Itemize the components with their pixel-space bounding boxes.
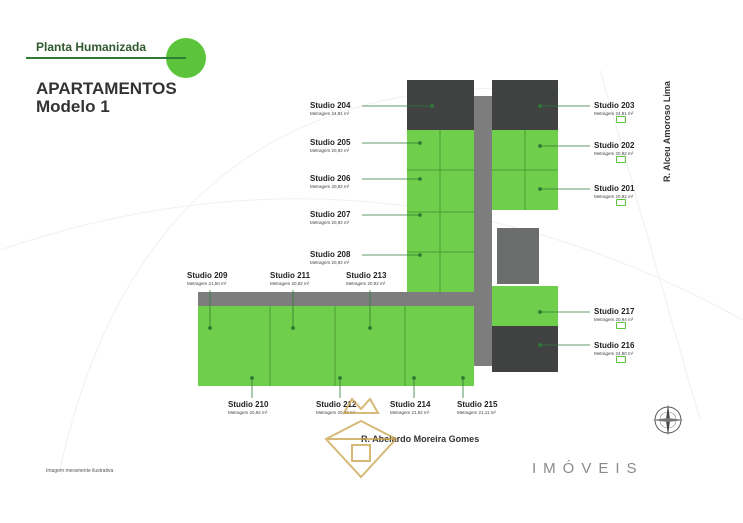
compass-icon <box>652 404 684 436</box>
footnote: Imagem meramente ilustrativa <box>46 468 114 474</box>
studio-203-label: Studio 203 Metragem 24,81 m² <box>594 101 634 123</box>
studio-202-label: Studio 202 Metragem 20,92 m² <box>594 141 634 163</box>
studio-204-label: Studio 204 Metragem 24,81 m² <box>310 101 351 116</box>
brand-name: IMÓVEIS <box>532 460 644 477</box>
logo-watermark-icon <box>324 397 398 479</box>
corridor-vertical <box>474 96 492 366</box>
studio-214-label: Studio 214 Metragem 21,92 m² <box>390 400 431 415</box>
bed-icon <box>616 356 626 363</box>
studio-217-label: Studio 217 Metragem 20,94 m² <box>594 307 634 329</box>
studio-216-plan <box>492 326 558 372</box>
studio-203-plan <box>492 80 558 130</box>
studio-wing-bottom <box>198 306 474 386</box>
stairs-elevator-core <box>497 228 539 284</box>
plan-tag: Planta Humanizada <box>36 40 147 54</box>
studio-206-label: Studio 206 Metragem 20,92 m² <box>310 174 351 189</box>
studio-208-label: Studio 208 Metragem 20,92 m² <box>310 250 351 265</box>
bed-icon <box>616 199 626 206</box>
bed-icon <box>616 156 626 163</box>
title-line-1: APARTAMENTOS <box>36 79 177 98</box>
studio-211-label: Studio 211 Metragem 20,92 m² <box>270 271 311 286</box>
studio-209-label: Studio 209 Metragem 21,50 m² <box>187 271 228 286</box>
bed-icon <box>616 322 626 329</box>
studio-217-plan <box>492 286 558 326</box>
studio-216-label: Studio 216 Metragem 24,80 m² <box>594 341 634 363</box>
studio-212-label: Studio 212 Metragem 20,92 m² <box>316 400 357 415</box>
studio-210-label: Studio 210 Metragem 20,92 m² <box>228 400 269 415</box>
studio-205-label: Studio 205 Metragem 20,92 m² <box>310 138 351 153</box>
leader-lines <box>208 104 590 398</box>
tag-underline <box>26 57 186 59</box>
studio-204-plan <box>407 80 474 130</box>
studio-207-label: Studio 207 Metragem 20,92 m² <box>310 210 351 225</box>
street-vertical-label: R. Alceu Amoroso Lima <box>662 81 672 182</box>
plan-walls <box>269 130 558 386</box>
title-line-2: Modelo 1 <box>36 97 110 116</box>
page-title: APARTAMENTOS Modelo 1 <box>36 80 177 116</box>
corridor-horizontal <box>198 292 492 306</box>
street-horizontal-label: R. Abelardo Moreira Gomes <box>361 434 480 444</box>
studio-215-label: Studio 215 Metragem 21,11 m² <box>457 400 498 415</box>
studio-201-label: Studio 201 Metragem 20,92 m² <box>594 184 634 206</box>
bed-icon <box>616 116 626 123</box>
studio-213-label: Studio 213 Metragem 20,92 m² <box>346 271 387 286</box>
